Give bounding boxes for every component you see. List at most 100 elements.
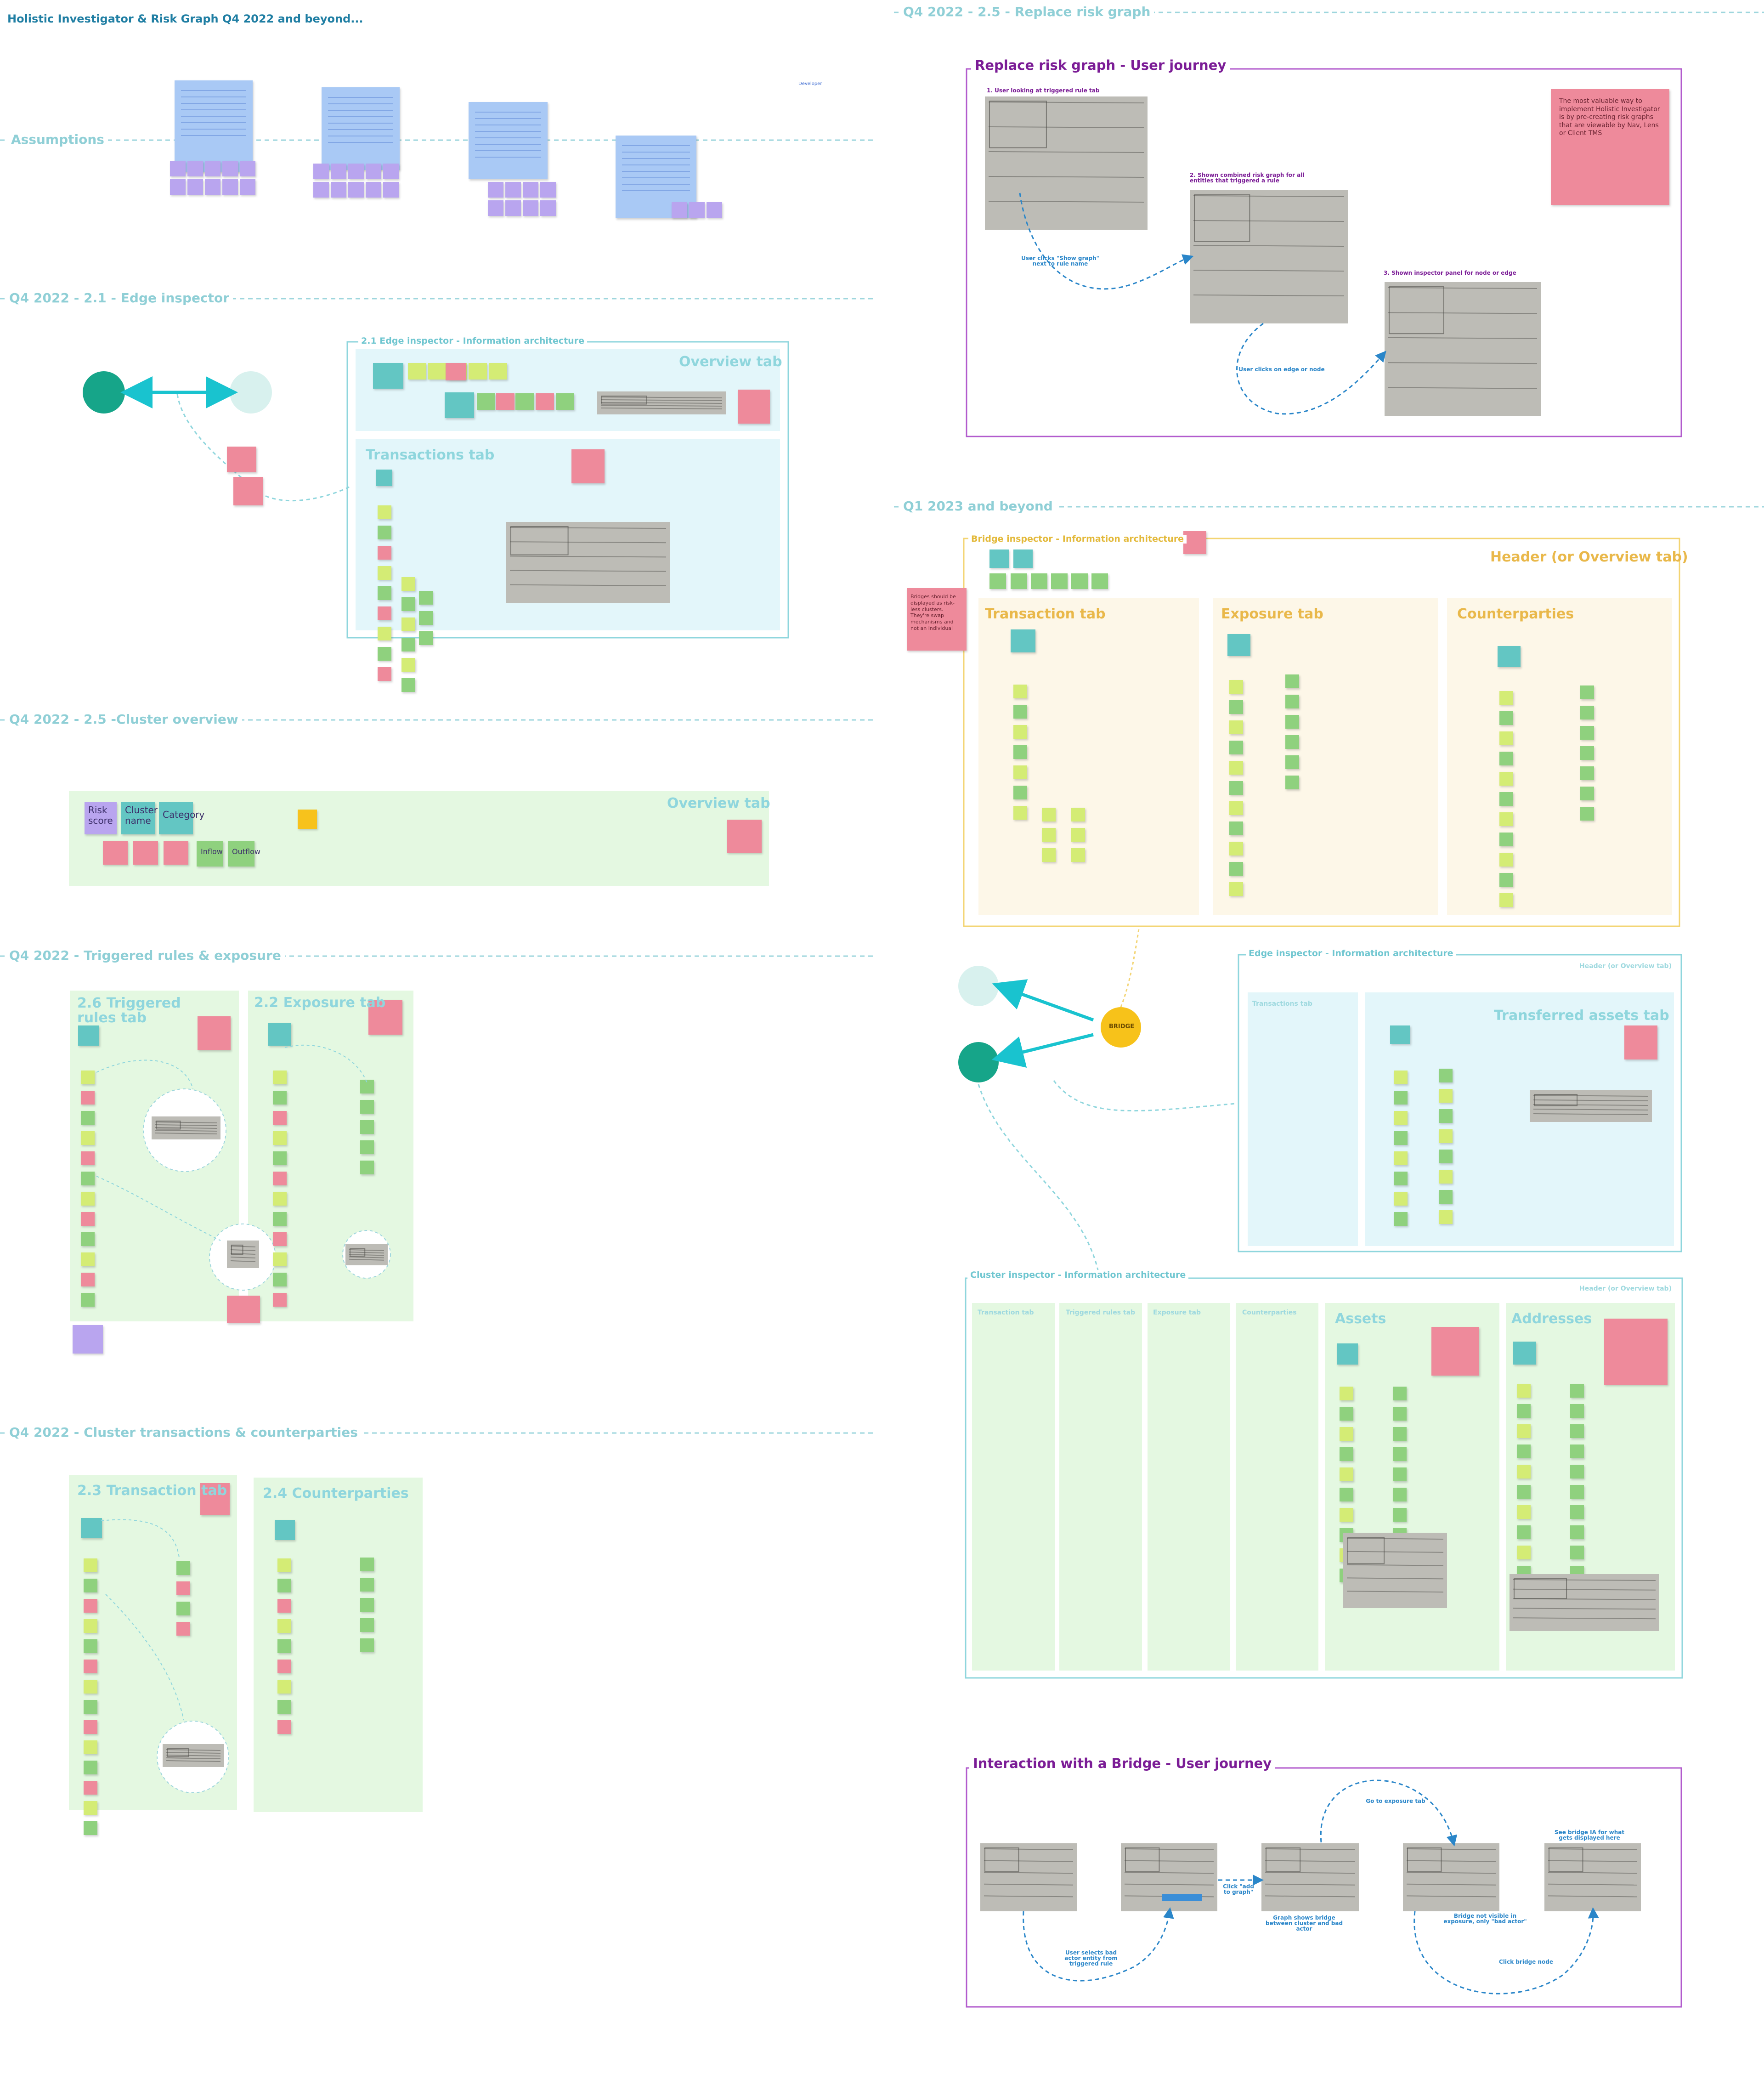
edge-ia2-root — [1390, 1025, 1410, 1044]
sketch-box — [1534, 1094, 1578, 1106]
sketch-box — [984, 1847, 1019, 1872]
rules-note-2 — [227, 1296, 260, 1323]
bridge-ia-note — [907, 588, 967, 651]
cluster-ia-frame — [965, 1277, 1683, 1679]
bridge-cp-row — [1499, 853, 1513, 867]
bridge-cp-sub — [1580, 807, 1594, 821]
exposure-sub — [360, 1120, 374, 1134]
edge-overview-field — [428, 363, 447, 380]
bridge-tx-row — [1013, 745, 1027, 759]
cluster-field — [133, 841, 158, 865]
edge-tx-row — [378, 667, 391, 681]
bridge-header-field — [1071, 573, 1088, 589]
sketch-line — [1548, 1883, 1638, 1886]
bridge-node-light — [958, 966, 999, 1006]
edge-ia2-sub — [1439, 1170, 1453, 1184]
bridge-exp-row — [1229, 680, 1243, 694]
cluster-tx-row — [84, 1821, 97, 1835]
sketch-line — [1406, 1883, 1496, 1886]
sketch-line — [1193, 295, 1345, 296]
bridge-journey-sketch-4 — [1403, 1843, 1499, 1911]
rules-link-1 — [96, 1059, 193, 1089]
sketch-line — [1265, 1895, 1356, 1898]
sketch-line — [1346, 1538, 1444, 1540]
sketch-box — [601, 396, 647, 405]
bridge-cp-row — [1499, 691, 1513, 705]
cluster-overview-note — [727, 820, 762, 853]
bridge-tx-sub — [1042, 808, 1056, 821]
assumption-note — [322, 87, 400, 170]
sketch-box — [156, 1121, 181, 1130]
journey-sketch-2 — [1190, 190, 1348, 323]
rule-row — [81, 1071, 95, 1084]
bridge-cp-row — [1499, 731, 1513, 745]
cluster-ia-assets-row — [1340, 1447, 1353, 1461]
edge-ia2-frame — [1238, 954, 1682, 1252]
cluster-ia-addr-row — [1517, 1404, 1531, 1418]
bridge-tx-root — [1011, 629, 1035, 652]
bridge-cp-row — [1499, 893, 1513, 907]
bridge-header-field — [1091, 573, 1108, 589]
cluster-ia-addr-row — [1517, 1465, 1531, 1479]
exposure-sub — [360, 1140, 374, 1154]
bridge-cp-row — [1499, 792, 1513, 806]
cluster-cp-row — [277, 1619, 291, 1633]
exposure-note — [368, 1000, 402, 1035]
cluster-ia-addr-row — [1517, 1546, 1531, 1559]
cluster-cp-sub — [360, 1618, 374, 1632]
sketch-line — [1548, 1872, 1638, 1874]
cluster-tx-row — [84, 1700, 97, 1714]
bridge-journey-sketch-1 — [980, 1843, 1077, 1911]
edge-ia2-connector — [1053, 1080, 1236, 1112]
edge-tx-sub — [401, 617, 415, 631]
assumption-comment — [366, 164, 381, 179]
sketch-line — [600, 402, 723, 404]
sketch-line — [230, 1257, 256, 1258]
sticker-outflow-bg — [228, 841, 254, 867]
sketch-line — [1388, 287, 1538, 289]
cluster-cp-row — [277, 1720, 291, 1734]
bridge-tx-sub — [1042, 828, 1056, 842]
edge-ia2-row — [1394, 1131, 1408, 1145]
sketch-line — [1533, 1113, 1649, 1115]
assumption-comment — [505, 182, 521, 198]
cluster-ia-addr-sub — [1570, 1424, 1584, 1438]
edge-ia2-sub — [1439, 1089, 1453, 1103]
edge-overview-field — [536, 393, 554, 410]
bridge-journey-sketch-5 — [1544, 1843, 1641, 1911]
sketch-box — [1407, 1847, 1442, 1872]
bridge-exp-row — [1229, 842, 1243, 855]
edge-ia2-row — [1394, 1071, 1408, 1084]
bridge-tx-row — [1013, 725, 1027, 739]
bridge-edge-2 — [991, 1033, 1094, 1068]
bridge-header-field — [989, 573, 1006, 589]
bridge-exp-row — [1229, 720, 1243, 734]
bridge-exp-sub — [1285, 674, 1299, 688]
cluster-ia-addr-row — [1517, 1445, 1531, 1458]
journey-note — [1551, 89, 1669, 205]
cluster-cp-root — [275, 1520, 295, 1540]
edge-overview-field — [496, 393, 514, 410]
sketch-line — [1124, 1848, 1214, 1850]
cluster-ia-assets-sub — [1393, 1387, 1407, 1400]
edge-tx-row — [378, 647, 391, 661]
rule-table-node — [78, 1025, 99, 1046]
sketch-line — [166, 1757, 221, 1759]
sketch-box — [1194, 194, 1250, 242]
sketch-line — [1346, 1577, 1444, 1580]
exposure-sub — [360, 1161, 374, 1174]
cluster-ia-addr-sub — [1570, 1404, 1584, 1418]
assumption-comment — [540, 182, 556, 198]
assumption-comment — [488, 200, 503, 216]
sketch-line — [984, 1848, 1074, 1850]
assumption-comment — [187, 179, 203, 195]
assumption-comment — [689, 202, 705, 218]
bridge-journey-arrow-3 — [1320, 1779, 1458, 1847]
sketch-line — [509, 541, 667, 544]
cluster-ia-panel — [1059, 1303, 1142, 1671]
sketch-box — [1549, 1847, 1583, 1872]
sketch-box — [167, 1748, 189, 1757]
assumption-comment — [240, 179, 255, 195]
bridge-exp-sub — [1285, 776, 1299, 789]
assumption-comment — [187, 161, 203, 176]
